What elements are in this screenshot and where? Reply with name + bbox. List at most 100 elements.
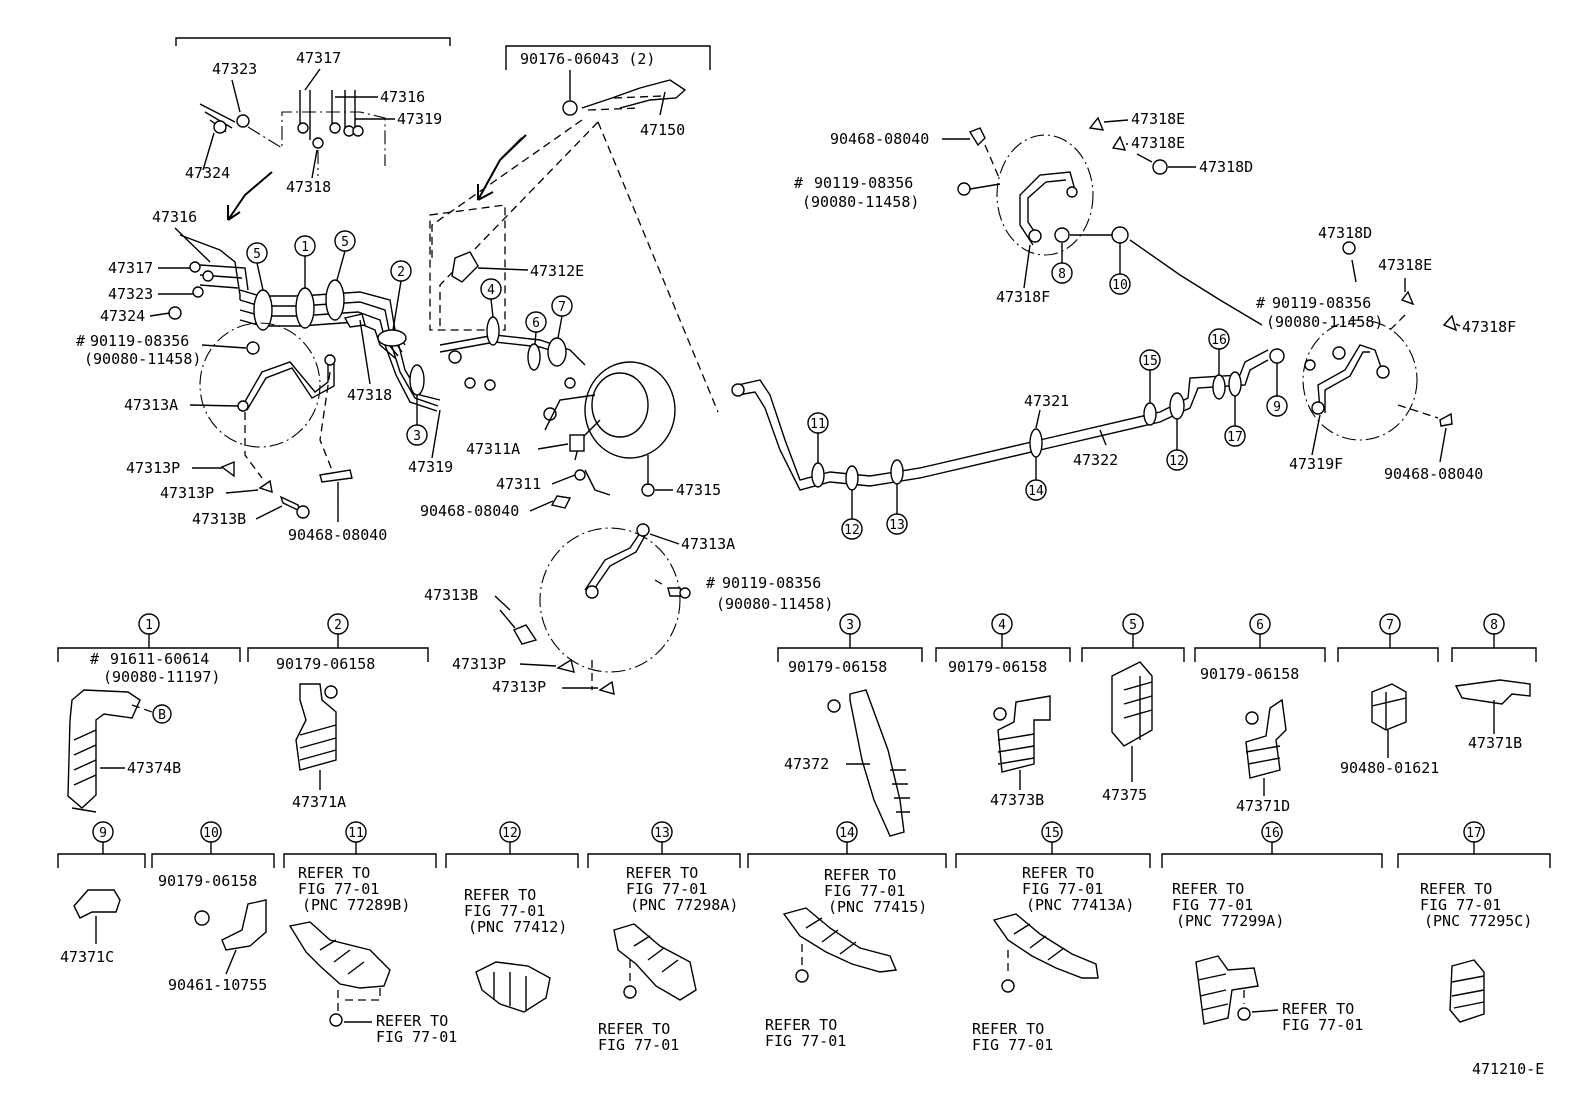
c6-fastener: 90179-06158 xyxy=(1200,665,1299,683)
c15-fig2: FIG 77-01 xyxy=(972,1036,1053,1054)
label-90119-mid: 90119-08356 xyxy=(722,574,821,592)
detail-row-1-headers: 1 2 3 4 5 6 7 8 xyxy=(57,613,1537,662)
detail-callout-9: 9 xyxy=(99,826,107,841)
label-47323-top: 47323 xyxy=(212,60,257,78)
label-47315: 47315 xyxy=(676,481,721,499)
callout-17a: 17 xyxy=(1227,430,1243,445)
callout-12a: 12 xyxy=(844,523,860,538)
callout-12b: 12 xyxy=(1169,454,1185,469)
label-47319F: 47319F xyxy=(1289,455,1343,473)
hash-mark-3: # xyxy=(794,174,803,192)
c11-fig: FIG 77-01 xyxy=(298,880,379,898)
detail-callout-3: 3 xyxy=(846,618,854,633)
label-47150: 47150 xyxy=(640,121,685,139)
c11-refer: REFER TO xyxy=(298,864,370,882)
label-90080-right: (90080-11458) xyxy=(1266,313,1383,331)
label-47311A: 47311A xyxy=(466,440,520,458)
label-47318F-right: 47318F xyxy=(1462,318,1516,336)
diagram-id: 471210-E xyxy=(1472,1060,1544,1078)
callout-11a: 11 xyxy=(810,417,826,432)
hash-mark-5: # xyxy=(90,650,99,668)
label-47313P-2: 47313P xyxy=(160,484,214,502)
detail-callout-17: 17 xyxy=(1466,826,1482,841)
label-47313P-4: 47313P xyxy=(492,678,546,696)
c11-fig2: FIG 77-01 xyxy=(376,1028,457,1046)
label-47324-top: 47324 xyxy=(185,164,230,182)
callout-13a: 13 xyxy=(889,518,905,533)
label-47318E-2: 47318E xyxy=(1131,134,1185,152)
label-47323-left: 47323 xyxy=(108,285,153,303)
c14-refer: REFER TO xyxy=(824,866,896,884)
detail-callout-6: 6 xyxy=(1256,618,1264,633)
c16-fig: FIG 77-01 xyxy=(1172,896,1253,914)
right-top-assembly xyxy=(957,116,1168,256)
label-90468-mid: 90468-08040 xyxy=(420,502,519,520)
label-47316-top: 47316 xyxy=(380,88,425,106)
main-lines xyxy=(731,226,1285,491)
label-47313P-1: 47313P xyxy=(126,459,180,477)
detail-row-1: # 91611-60614 (90080-11197) B 47374B 901… xyxy=(67,650,1531,837)
detail-callout-4: 4 xyxy=(998,618,1006,633)
c5-part: 47375 xyxy=(1102,786,1147,804)
label-47317-top: 47317 xyxy=(296,49,341,67)
c11-refer2: REFER TO xyxy=(376,1012,448,1030)
label-47317-left: 47317 xyxy=(108,259,153,277)
callout-10a: 10 xyxy=(1112,278,1128,293)
hash-mark-1: # xyxy=(76,332,85,350)
c1-part: 47374B xyxy=(127,759,181,777)
c16-fig2: FIG 77-01 xyxy=(1282,1016,1363,1034)
c15-refer: REFER TO xyxy=(1022,864,1094,882)
callout-16a: 16 xyxy=(1211,333,1227,348)
c15-pnc: (PNC 77413A) xyxy=(1026,896,1134,914)
detail-callout-16: 16 xyxy=(1264,826,1280,841)
label-90468-top-right: 90468-08040 xyxy=(830,130,929,148)
c7-part: 90480-01621 xyxy=(1340,759,1439,777)
detail-callout-13: 13 xyxy=(654,826,670,841)
c1-fastener: 91611-60614 xyxy=(110,650,209,668)
label-90119-left: 90119-08356 xyxy=(90,332,189,350)
c14-pnc: (PNC 77415) xyxy=(828,898,927,916)
callout-14a: 14 xyxy=(1028,484,1044,499)
detail-callout-7: 7 xyxy=(1386,618,1394,633)
label-47324-left: 47324 xyxy=(100,307,145,325)
c13-pnc: (PNC 77298A) xyxy=(630,896,738,914)
label-47318-mid: 47318 xyxy=(347,386,392,404)
label-90080-left: (90080-11458) xyxy=(84,350,201,368)
detail-row-2: 47371C 90179-06158 90461-10755 REFER TO … xyxy=(60,864,1532,1054)
c8-part: 47371B xyxy=(1468,734,1522,752)
c9-part: 47371C xyxy=(60,948,114,966)
center-assembly xyxy=(439,316,691,695)
c16-pnc: (PNC 77299A) xyxy=(1176,912,1284,930)
c16-refer2: REFER TO xyxy=(1282,1000,1354,1018)
detail-callout-12: 12 xyxy=(502,826,518,841)
detail-row-2-headers: 9 10 11 12 13 14 15 16 17 xyxy=(57,821,1551,868)
detail-callout-1: 1 xyxy=(145,618,153,633)
c12-fig: FIG 77-01 xyxy=(464,902,545,920)
detail-callout-14: 14 xyxy=(839,826,855,841)
c10-part: 90461-10755 xyxy=(168,976,267,994)
c16-refer: REFER TO xyxy=(1172,880,1244,898)
c4-part: 47373B xyxy=(990,791,1044,809)
label-90119-right: 90119-08356 xyxy=(1272,294,1371,312)
callout-9a: 9 xyxy=(1273,400,1281,415)
c6-part: 47371D xyxy=(1236,797,1290,815)
callout-15a: 15 xyxy=(1142,354,1158,369)
label-47318-top: 47318 xyxy=(286,178,331,196)
c14-fig2: FIG 77-01 xyxy=(765,1032,846,1050)
c17-refer: REFER TO xyxy=(1420,880,1492,898)
label-47318E-3: 47318E xyxy=(1378,256,1432,274)
c15-refer2: REFER TO xyxy=(972,1020,1044,1038)
callout-6a: 6 xyxy=(532,316,540,331)
c3-part: 47372 xyxy=(784,755,829,773)
detail-callout-5: 5 xyxy=(1129,618,1137,633)
c14-refer2: REFER TO xyxy=(765,1016,837,1034)
label-47318F-left: 47318F xyxy=(996,288,1050,306)
callout-7a: 7 xyxy=(558,300,566,315)
detail-callout-10: 10 xyxy=(203,826,219,841)
c10-fastener: 90179-06158 xyxy=(158,872,257,890)
left-assembly xyxy=(168,234,441,519)
c2-fastener: 90179-06158 xyxy=(276,655,375,673)
detail-callout-15: 15 xyxy=(1044,826,1060,841)
label-47319-mid: 47319 xyxy=(408,458,453,476)
